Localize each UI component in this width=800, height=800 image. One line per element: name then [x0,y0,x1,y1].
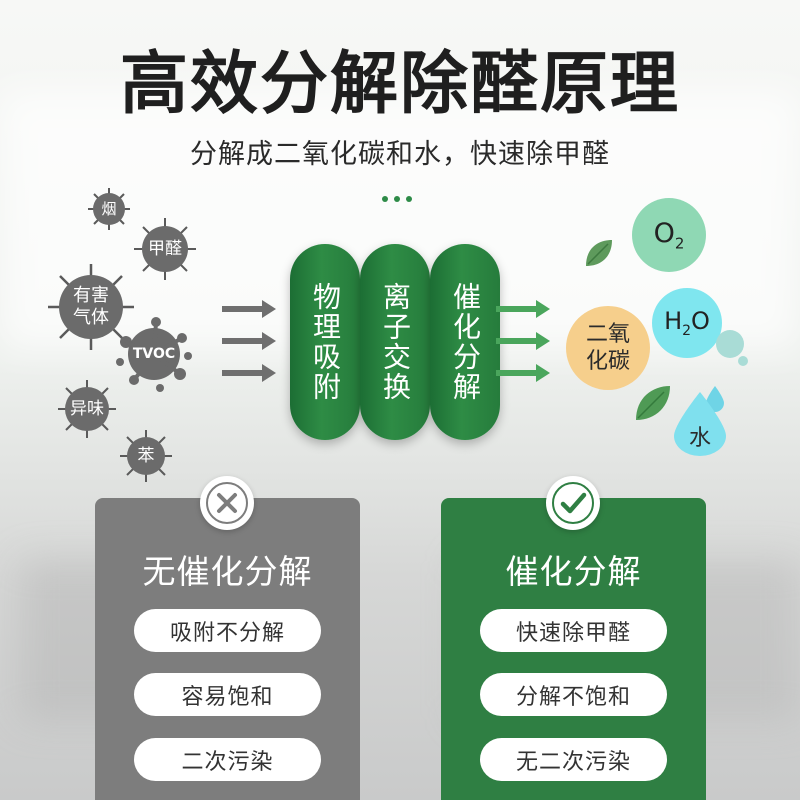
water-drop-icon [674,392,726,456]
process-step-catalytic-decomposition: 催化分解 [430,244,500,440]
spiky-particle-icon [58,380,116,438]
process-step-label: 物理吸附 [309,282,342,402]
process-step-label: 离子交换 [379,282,412,402]
pollutant-label: 异味 [70,398,104,419]
water-drop-icon [706,386,724,412]
process-step-label: 催化分解 [449,282,482,402]
pollutant-benzene: 苯 [118,428,174,484]
process-step-physical-adsorption: 物理吸附 [290,244,360,440]
virus-blob-icon [116,317,192,392]
feature-chip: 二次污染 [134,738,321,781]
hydrogen-symbol: H [664,307,683,336]
result-water-drop: 水 [674,392,726,456]
small-bubble [716,330,744,358]
oxygen-symbol: O [691,307,710,336]
result-co2-bubble: 二氧 化碳 [566,306,650,390]
oxygen-symbol: O [653,217,675,249]
cross-icon [206,482,248,524]
hydrogen-subscript: 2 [682,322,692,339]
check-badge [546,476,600,530]
co2-label: 二氧 化碳 [585,321,630,375]
oxygen-subscript: 2 [674,234,685,253]
pollutant-smoke: 烟 [86,186,132,232]
output-arrows [496,300,550,382]
dots-divider [382,187,422,202]
leaf-icon [636,386,670,420]
pollutant-harmful-gas: 有害 气体 [46,262,136,352]
feature-chip: 吸附不分解 [134,609,321,652]
spiky-particle-icon [134,218,196,280]
feature-chip: 分解不饱和 [480,673,667,716]
pollutant-label: 甲醛 [148,238,182,259]
pollutant-formaldehyde: 甲醛 [132,216,198,282]
feature-chip: 无二次污染 [480,738,667,781]
cross-badge [200,476,254,530]
pollutant-label: 烟 [101,200,117,218]
small-bubble [738,356,748,366]
spiky-particle-icon [120,430,172,482]
process-step-ion-exchange: 离子交换 [360,244,430,440]
input-arrows [222,300,276,382]
spiky-particle-icon [48,264,134,350]
pollutant-label: TVOC [132,345,176,362]
pollutant-odor: 异味 [56,378,118,440]
result-water-molecule-bubble: H2O [652,288,722,358]
feature-chip: 容易饱和 [134,673,321,716]
water-label: 水 [688,426,711,451]
check-icon [552,482,594,524]
page-title: 高效分解除醛原理 [119,45,680,124]
pollutant-tvoc: TVOC [112,312,196,396]
result-oxygen-bubble: O2 [632,198,706,272]
feature-chip: 快速除甲醛 [480,609,667,652]
panel-title: 催化分解 [505,552,642,591]
leaf-icon [586,240,612,266]
panel-title: 无催化分解 [142,552,313,591]
page-subtitle: 分解成二氧化碳和水，快速除甲醛 [190,139,610,170]
pollutant-label: 苯 [137,445,155,466]
pollutant-label: 有害 气体 [73,285,109,328]
spiky-particle-icon [88,188,130,230]
